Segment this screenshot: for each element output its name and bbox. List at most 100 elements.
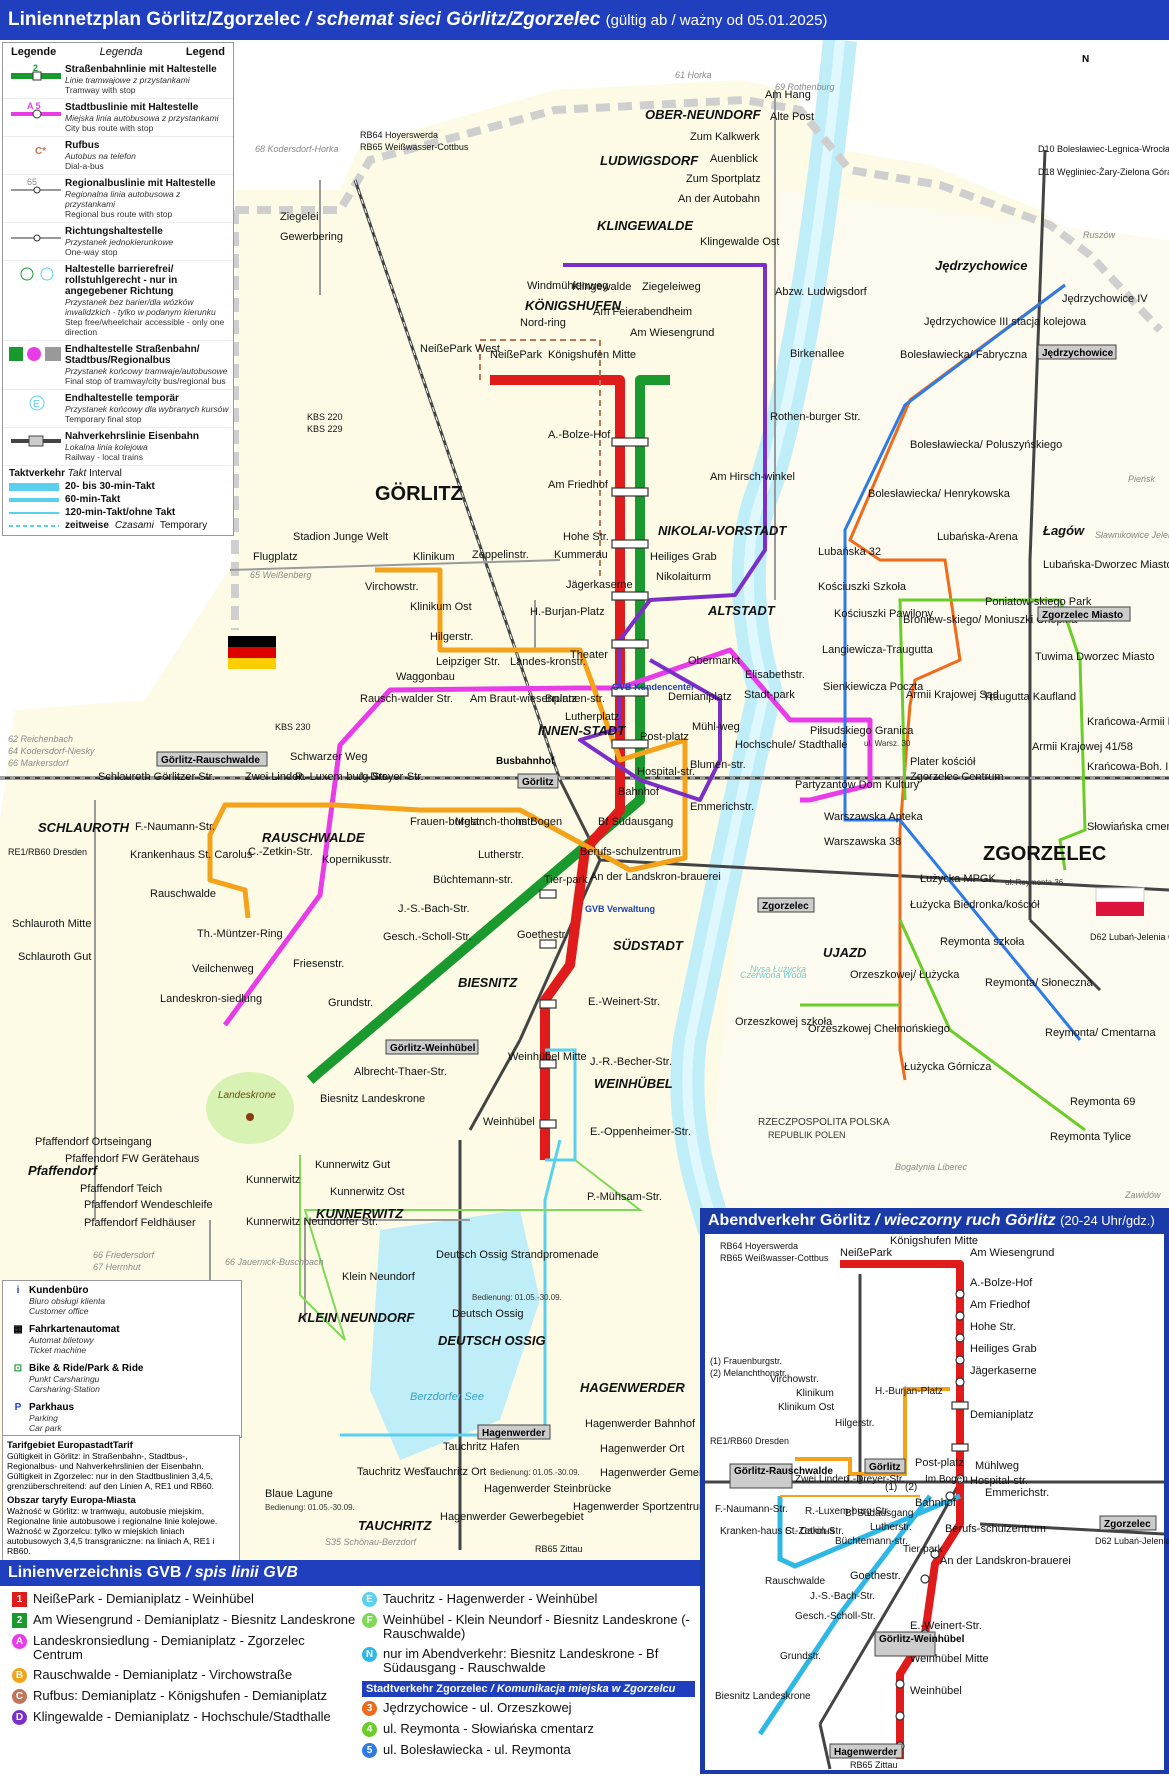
- svg-text:ul. Reymonta 36: ul. Reymonta 36: [1005, 878, 1064, 887]
- svg-text:REPUBLIK POLEN: REPUBLIK POLEN: [768, 1130, 846, 1140]
- svg-text:Reymonta Tylice: Reymonta Tylice: [1050, 1131, 1131, 1143]
- svg-text:Krankenhaus St. Carolus: Krankenhaus St. Carolus: [130, 849, 253, 861]
- svg-text:Hagenwerder: Hagenwerder: [834, 1747, 897, 1758]
- svg-text:Am Friedhof: Am Friedhof: [970, 1299, 1031, 1311]
- parking-icon: P: [14, 1402, 22, 1413]
- lines-header: Linienverzeichnis GVB / spis linii GVB: [0, 1560, 700, 1586]
- svg-text:RB65 Zittau: RB65 Zittau: [850, 1760, 898, 1770]
- svg-text:Reymonta/ Cmentarna: Reymonta/ Cmentarna: [1045, 1027, 1157, 1039]
- svg-text:Tier-park: Tier-park: [544, 874, 588, 886]
- svg-text:Im Bogen: Im Bogen: [515, 816, 562, 828]
- svg-text:Deutsch Ossig Strandpromenade: Deutsch Ossig Strandpromenade: [436, 1249, 599, 1261]
- svg-text:RE1/RB60 Dresden: RE1/RB60 Dresden: [710, 1436, 789, 1446]
- svg-text:Jędrzychowice IV: Jędrzychowice IV: [1062, 293, 1148, 305]
- svg-text:Kopernikusstr.: Kopernikusstr.: [322, 854, 392, 866]
- svg-text:ZGORZELEC: ZGORZELEC: [983, 843, 1106, 865]
- svg-text:SÜDSTADT: SÜDSTADT: [613, 938, 684, 953]
- svg-text:Nikolaiturm: Nikolaiturm: [656, 571, 711, 583]
- svg-text:Lutherstr.: Lutherstr.: [870, 1522, 912, 1533]
- svg-text:Th.-Müntzer-Ring: Th.-Müntzer-Ring: [197, 928, 283, 940]
- svg-text:D18 Węgliniec-Żary-Zielona Gór: D18 Węgliniec-Żary-Zielona Góra: [1038, 167, 1169, 177]
- svg-text:Piłsudskiego Granica: Piłsudskiego Granica: [810, 725, 914, 737]
- svg-text:Alte Post: Alte Post: [770, 111, 814, 123]
- svg-text:Krańcowa-Armii Krajowej: Krańcowa-Armii Krajowej: [1087, 716, 1169, 728]
- svg-text:Blumen-str.: Blumen-str.: [690, 759, 746, 771]
- svg-text:Hagenwerder Ort: Hagenwerder Ort: [600, 1443, 684, 1455]
- svg-text:Landeskron-siedlung: Landeskron-siedlung: [160, 993, 262, 1005]
- svg-text:J.-Dreyer-Str.: J.-Dreyer-Str.: [845, 1474, 904, 1485]
- svg-text:Landes-kronstr.: Landes-kronstr.: [510, 656, 586, 668]
- svg-text:Windmühlenweg: Windmühlenweg: [527, 280, 608, 292]
- svg-text:Nord-ring: Nord-ring: [520, 317, 566, 329]
- svg-text:Kunnerwitz: Kunnerwitz: [246, 1174, 300, 1186]
- svg-text:Mühlweg: Mühlweg: [975, 1460, 1019, 1472]
- svg-text:69 Rothenburg: 69 Rothenburg: [775, 82, 835, 92]
- svg-text:Rothen-burger Str.: Rothen-burger Str.: [770, 411, 861, 423]
- svg-text:2: 2: [33, 64, 38, 73]
- svg-text:(1) Frauenburgstr.: (1) Frauenburgstr.: [710, 1356, 782, 1366]
- svg-text:Am Feierabendheim: Am Feierabendheim: [593, 306, 692, 318]
- svg-text:Königshufen Mitte: Königshufen Mitte: [890, 1235, 978, 1247]
- svg-text:S35 Schönau-Berzdorf: S35 Schönau-Berzdorf: [325, 1537, 418, 1547]
- svg-text:Königshufen Mitte: Königshufen Mitte: [548, 349, 636, 361]
- svg-text:N: N: [1082, 54, 1089, 65]
- svg-text:Tauchritz Hafen: Tauchritz Hafen: [443, 1441, 519, 1453]
- svg-text:Görlitz-Weinhübel: Görlitz-Weinhübel: [879, 1634, 965, 1645]
- svg-text:Görlitz: Görlitz: [869, 1462, 901, 1473]
- svg-text:Hospital-str.: Hospital-str.: [637, 766, 695, 778]
- svg-text:Traugutta Kaufland: Traugutta Kaufland: [983, 691, 1076, 703]
- svg-text:Lubańska-Arena: Lubańska-Arena: [937, 531, 1019, 543]
- svg-text:65: 65: [27, 178, 37, 187]
- svg-text:Reymonta szkoła: Reymonta szkoła: [940, 936, 1025, 948]
- ticket-machine-icon: ▦: [13, 1324, 23, 1335]
- svg-text:Emmerichstr.: Emmerichstr.: [690, 801, 754, 813]
- svg-text:Heiliges Grab: Heiliges Grab: [650, 551, 717, 563]
- svg-text:Klinikum: Klinikum: [413, 551, 455, 563]
- takt-legend: Taktverkehr Takt Interval 20- bis 30-min…: [9, 468, 208, 531]
- svg-text:Gesch.-Scholl-Str.: Gesch.-Scholl-Str.: [795, 1611, 876, 1622]
- svg-text:Am Friedhof: Am Friedhof: [548, 479, 609, 491]
- svg-text:LUDWIGSDORF: LUDWIGSDORF: [600, 153, 699, 168]
- svg-text:Schlauroth Mitte: Schlauroth Mitte: [12, 918, 91, 930]
- svg-text:Jędrzychowice III stacja kolej: Jędrzychowice III stacja kolejowa: [924, 316, 1087, 328]
- svg-text:UJAZD: UJAZD: [823, 945, 867, 960]
- svg-text:GVB Kundencenter: GVB Kundencenter: [612, 682, 695, 692]
- svg-text:Partyzantów Dom Kultury: Partyzantów Dom Kultury: [795, 779, 920, 791]
- svg-text:Friesenstr.: Friesenstr.: [293, 958, 344, 970]
- svg-text:Zgorzelec: Zgorzelec: [1104, 1519, 1151, 1530]
- svg-text:Reymonta 69: Reymonta 69: [1070, 1096, 1135, 1108]
- svg-text:65 Weißenberg: 65 Weißenberg: [250, 570, 311, 580]
- svg-text:E: E: [33, 399, 40, 410]
- svg-text:BIESNITZ: BIESNITZ: [458, 975, 518, 990]
- svg-text:Pfaffendorf Ortseingang: Pfaffendorf Ortseingang: [35, 1136, 152, 1148]
- svg-text:RZECZPOSPOLITA POLSKA: RZECZPOSPOLITA POLSKA: [758, 1117, 890, 1128]
- svg-text:Berufs-schulzentrum: Berufs-schulzentrum: [945, 1523, 1046, 1535]
- svg-text:Warszawska 38: Warszawska 38: [824, 836, 901, 848]
- legend-item: Endhaltestelle Straßenbahn/ Stadtbus/Reg…: [3, 341, 233, 390]
- svg-text:Demianiplatz: Demianiplatz: [970, 1409, 1034, 1421]
- svg-text:Biesnitz Landeskrone: Biesnitz Landeskrone: [320, 1093, 425, 1105]
- legend-head: Legende Legenda Legend: [11, 46, 225, 58]
- svg-text:Büchtemann-str.: Büchtemann-str.: [835, 1536, 908, 1547]
- svg-text:Elisabethstr.: Elisabethstr.: [745, 669, 805, 681]
- svg-text:Klinikum: Klinikum: [796, 1388, 834, 1399]
- svg-text:Kunnerwitz Ost: Kunnerwitz Ost: [330, 1186, 405, 1198]
- svg-text:Ruszów: Ruszów: [1083, 230, 1116, 240]
- svg-text:Łużycka Biedronka/kościół: Łużycka Biedronka/kościół: [910, 899, 1040, 911]
- svg-text:KBS 230: KBS 230: [275, 722, 311, 732]
- svg-text:Hagenwerder Steinbrücke: Hagenwerder Steinbrücke: [484, 1483, 611, 1495]
- svg-text:Jägerkaserne: Jägerkaserne: [566, 579, 633, 591]
- validity: (gültig ab / ważny od 05.01.2025): [605, 12, 828, 29]
- svg-text:ul. Warsz. 30: ul. Warsz. 30: [864, 739, 911, 748]
- svg-text:Hohe Str.: Hohe Str.: [563, 531, 609, 543]
- svg-text:An der Landskron-brauerei: An der Landskron-brauerei: [940, 1555, 1071, 1567]
- svg-text:Heiliges Grab: Heiliges Grab: [970, 1343, 1037, 1355]
- svg-text:INNEN-STADT: INNEN-STADT: [538, 723, 626, 738]
- svg-text:Im Bogen: Im Bogen: [925, 1474, 968, 1485]
- svg-text:Kranken-haus St. Carolus: Kranken-haus St. Carolus: [720, 1526, 835, 1537]
